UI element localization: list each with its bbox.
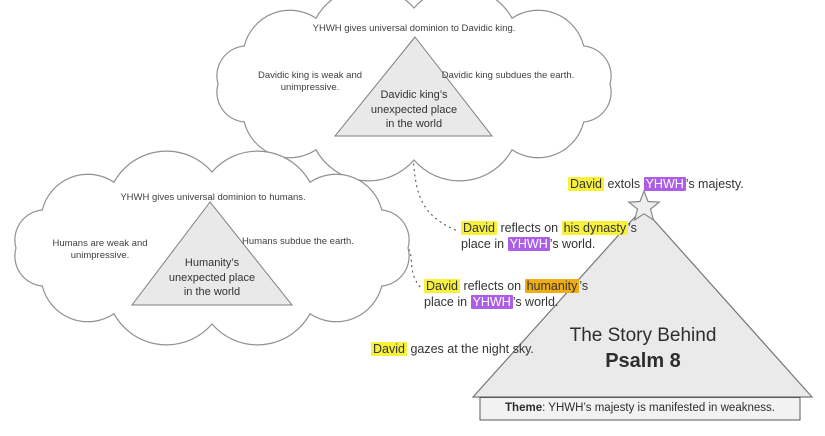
humanity-triangle-line3: in the world [183,286,241,298]
note-line1: David reflects on his dynasty’s [461,220,637,236]
note-text: ’s world. [549,237,596,251]
davidic-right-label: Davidic king subdues the earth. [441,70,575,81]
highlight-his-dynasty: his dynasty [561,221,629,235]
theme-text: : YHWH’s majesty is manifested in weakne… [542,402,775,414]
humanity-triangle-line1: Humanity’s [184,257,240,269]
note-text: gazes at the night sky. [406,342,534,356]
note-david-reflects-dynasty: David reflects on his dynasty’s place in… [461,220,637,252]
highlight-david: David [371,342,407,356]
humanity-triangle-label: Humanity’s unexpected place in the world [137,256,287,300]
mountain-title-line1: The Story Behind [569,325,717,346]
note-text: place in [461,237,508,251]
highlight-yhwh: YHWH [470,295,513,309]
triangle-humanity [130,201,294,306]
highlight-david: David [568,177,604,191]
davidic-top-label: YHWH gives universal dominion to Davidic… [312,23,516,34]
mountain-title: The Story Behind Psalm 8 [490,324,796,374]
note-david-extols: David extols YHWH’s majesty. [568,176,744,192]
mountain-title-line2: Psalm 8 [605,350,681,372]
humanity-top-label: YHWH gives universal dominion to humans. [120,192,306,203]
davidic-triangle-line2: unexpected place [370,103,458,116]
theme-statement: Theme: YHWH’s majesty is manifested in w… [480,402,800,414]
note-text: place in [424,295,471,309]
note-line2: place in YHWH’s world. [424,294,588,310]
note-text: extols [603,177,644,191]
note-line2: place in YHWH’s world. [461,236,637,252]
note-text: ’s [628,221,637,235]
davidic-triangle-label: Davidic king’s unexpected place in the w… [339,88,489,132]
humanity-left-label: Humans are weak and unimpressive. [52,238,148,261]
highlight-yhwh: YHWH [643,177,686,191]
note-line1: David reflects on humanity’s [424,278,588,294]
note-david-gazes: David gazes at the night sky. [371,341,534,357]
humanity-triangle-line2: unexpected place [168,271,256,284]
highlight-david: David [461,221,497,235]
davidic-left-label: Davidic king is weak and unimpressive. [257,70,363,93]
theme-bar [479,397,801,421]
star-icon [627,189,661,222]
highlight-david: David [424,279,460,293]
note-text: ’s [579,279,589,293]
note-text: reflects on [459,279,525,293]
highlight-humanity: humanity [524,279,580,293]
davidic-triangle-line3: in the world [385,118,443,130]
note-text: ’s majesty. [685,177,744,191]
note-text: reflects on [496,221,562,235]
note-david-reflects-humanity: David reflects on humanity’s place in YH… [424,278,588,310]
theme-label: Theme [505,402,543,414]
highlight-yhwh: YHWH [507,237,550,251]
davidic-triangle-line1: Davidic king’s [380,89,448,101]
humanity-right-label: Humans subdue the earth. [242,236,354,247]
triangle-davidic [333,36,494,137]
note-text: ’s world. [512,295,559,309]
